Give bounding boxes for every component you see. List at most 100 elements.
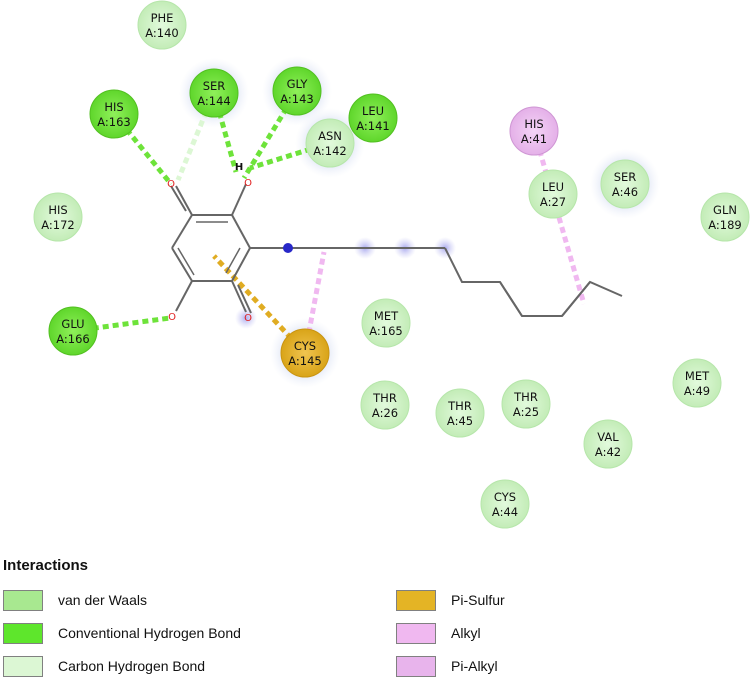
residue-disc <box>33 192 83 242</box>
residue-disc <box>137 0 187 50</box>
residue-number: A:46 <box>612 185 638 199</box>
residue-number: A:42 <box>595 445 621 459</box>
residue-name: CYS <box>294 339 316 353</box>
legend-swatch <box>396 655 436 677</box>
residue-number: A:44 <box>492 505 518 519</box>
residue-number: A:165 <box>369 324 403 338</box>
ligand-bonds <box>170 183 623 317</box>
residue-name: MET <box>374 309 399 323</box>
residue-disc <box>583 419 633 469</box>
residue-number: A:25 <box>513 405 539 419</box>
residue-number: A:145 <box>288 354 322 368</box>
legend-swatch <box>3 589 43 611</box>
oxygen-atom-label: O <box>167 179 175 190</box>
legend-swatch <box>3 655 43 677</box>
residue-number: A:189 <box>708 218 742 232</box>
residue-disc <box>48 306 98 356</box>
legend-swatch <box>396 589 436 611</box>
residue-disc <box>435 388 485 438</box>
residue-name: VAL <box>597 430 619 444</box>
residue-name: GLN <box>713 203 737 217</box>
residue-discs: PHEA:140SERA:144GLYA:143HISA:163LEUA:141… <box>33 0 750 529</box>
residue-disc <box>280 328 330 378</box>
interaction-line-cys145 <box>302 251 327 354</box>
residue-name: HIS <box>48 203 67 217</box>
legend-title: Interactions <box>3 557 89 574</box>
residue-name: GLY <box>287 77 309 91</box>
legend-swatch <box>3 622 43 644</box>
residue-name: THR <box>372 391 397 405</box>
residue-disc <box>189 68 239 118</box>
residue-number: A:49 <box>684 384 710 398</box>
residue-number: A:41 <box>521 132 547 146</box>
residue-disc <box>600 159 650 209</box>
residue-number: A:163 <box>97 115 131 129</box>
residue-name: LEU <box>542 180 564 194</box>
legend-swatch <box>396 622 436 644</box>
residue-name: SER <box>203 79 226 93</box>
residue-disc <box>361 298 411 348</box>
residue-disc <box>501 379 551 429</box>
residue-name: PHE <box>151 11 174 25</box>
residue-number: A:142 <box>313 144 347 158</box>
legend-label: Conventional Hydrogen Bond <box>58 625 241 641</box>
legend-label: van der Waals <box>58 592 147 608</box>
residue-disc <box>89 89 139 139</box>
hydrogen-atom-label: H <box>235 162 243 173</box>
residue-name: MET <box>685 369 710 383</box>
residue-name: THR <box>447 399 472 413</box>
legend-item: Carbon Hydrogen Bond <box>3 654 205 678</box>
residue-disc <box>700 192 750 242</box>
residue-disc <box>348 93 398 143</box>
residue-number: A:27 <box>540 195 566 209</box>
residue-number: A:45 <box>447 414 473 428</box>
oxygen-atom-label: O <box>168 312 176 323</box>
residue-disc <box>672 358 722 408</box>
legend-label: Pi-Sulfur <box>451 592 505 608</box>
residue-name: LEU <box>362 104 384 118</box>
legend-item: Conventional Hydrogen Bond <box>3 621 241 645</box>
residue-name: THR <box>513 390 538 404</box>
residue-name: ASN <box>318 129 342 143</box>
residue-name: CYS <box>494 490 516 504</box>
residue-number: A:143 <box>280 92 314 106</box>
interaction-line-glu166 <box>72 315 171 334</box>
residue-disc <box>360 380 410 430</box>
residue-number: A:140 <box>145 26 179 40</box>
residue-name: HIS <box>524 117 543 131</box>
residue-number: A:172 <box>41 218 75 232</box>
legend-label: Pi-Alkyl <box>451 658 498 674</box>
residue-number: A:144 <box>197 94 231 108</box>
residue-number: A:141 <box>356 119 390 133</box>
legend-item: Pi-Sulfur <box>396 588 505 612</box>
residue-disc <box>480 479 530 529</box>
ligand-structure: O O O O H <box>167 162 623 329</box>
legend-item: Pi-Alkyl <box>396 654 498 678</box>
residue-disc <box>528 169 578 219</box>
residue-number: A:26 <box>372 406 398 420</box>
residue-disc <box>272 66 322 116</box>
residue-halos <box>179 56 660 388</box>
nitrogen-atom <box>283 243 293 253</box>
legend-label: Carbon Hydrogen Bond <box>58 658 206 674</box>
residue-name: GLU <box>61 317 84 331</box>
interaction-line-gly143 <box>241 89 300 180</box>
oxygen-atom-label: O <box>244 178 252 189</box>
legend-item: Alkyl <box>396 621 481 645</box>
